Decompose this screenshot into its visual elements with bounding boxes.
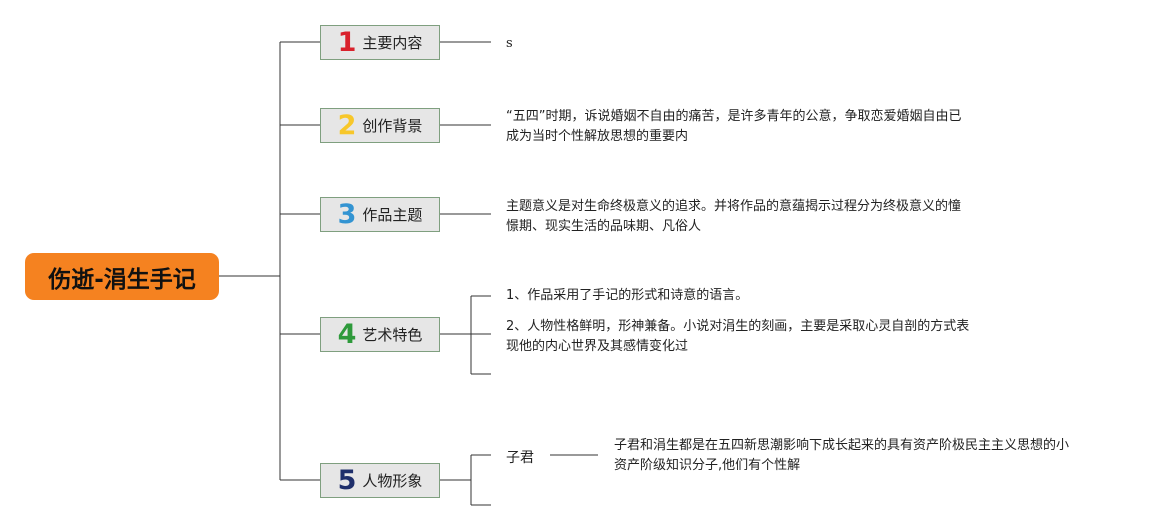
- branch-creation-background[interactable]: 2 创作背景: [320, 108, 440, 143]
- branch-theme[interactable]: 3 作品主题: [320, 197, 440, 232]
- number-5-icon: 5: [337, 465, 357, 496]
- branch-main-content[interactable]: 1 主要内容: [320, 25, 440, 60]
- branch-label: 创作背景: [362, 117, 423, 135]
- subnode-zijun[interactable]: 子君: [506, 447, 534, 467]
- number-4-icon: 4: [337, 319, 357, 350]
- branch-characters[interactable]: 5 人物形象: [320, 463, 440, 498]
- leaf-art-feature-1[interactable]: 1、作品采用了手记的形式和诗意的语言。: [506, 286, 748, 306]
- branch-label: 主要内容: [362, 34, 423, 52]
- leaf-creation-background[interactable]: “五四”时期，诉说婚姻不自由的痛苦，是许多青年的公意，争取恋爱婚姻自由已 成为当…: [506, 107, 961, 147]
- leaf-line: 成为当时个性解放思想的重要内: [506, 129, 689, 144]
- leaf-line: 资产阶级知识分子,他们有个性解: [614, 458, 801, 473]
- leaf-line: 现他的内心世界及其感情变化过: [506, 339, 689, 354]
- leaf-line: 2、人物性格鲜明，形神兼备。小说对涓生的刻画，主要是采取心灵自剖的方式表: [506, 319, 970, 334]
- number-2-icon: 2: [337, 110, 357, 141]
- leaf-line: 1、作品采用了手记的形式和诗意的语言。: [506, 288, 749, 303]
- subnode-label: 子君: [506, 450, 534, 466]
- leaf-art-feature-2[interactable]: 2、人物性格鲜明，形神兼备。小说对涓生的刻画，主要是采取心灵自剖的方式表 现他的…: [506, 317, 969, 357]
- root-label: 伤逝-涓生手记: [48, 266, 196, 293]
- leaf-main-content[interactable]: s: [506, 34, 513, 54]
- branch-label: 人物形象: [362, 472, 423, 490]
- branch-label: 艺术特色: [362, 326, 423, 344]
- leaf-theme[interactable]: 主题意义是对生命终极意义的追求。并将作品的意蕴揭示过程分为终极意义的憧 憬期、现…: [506, 197, 961, 237]
- branch-label: 作品主题: [362, 206, 423, 224]
- leaf-line: s: [506, 36, 513, 51]
- root-node[interactable]: 伤逝-涓生手记: [25, 253, 219, 300]
- leaf-line: 憬期、现实生活的品味期、凡俗人: [506, 219, 702, 234]
- number-1-icon: 1: [337, 27, 357, 58]
- leaf-line: 子君和涓生都是在五四新思潮影响下成长起来的具有资产阶极民主主义思想的小: [614, 438, 1070, 453]
- branch-artistic-features[interactable]: 4 艺术特色: [320, 317, 440, 352]
- leaf-line: 主题意义是对生命终极意义的追求。并将作品的意蕴揭示过程分为终极意义的憧: [506, 199, 962, 214]
- leaf-character-description[interactable]: 子君和涓生都是在五四新思潮影响下成长起来的具有资产阶极民主主义思想的小 资产阶级…: [614, 436, 1069, 476]
- number-3-icon: 3: [337, 199, 357, 230]
- leaf-line: “五四”时期，诉说婚姻不自由的痛苦，是许多青年的公意，争取恋爱婚姻自由已: [506, 109, 962, 124]
